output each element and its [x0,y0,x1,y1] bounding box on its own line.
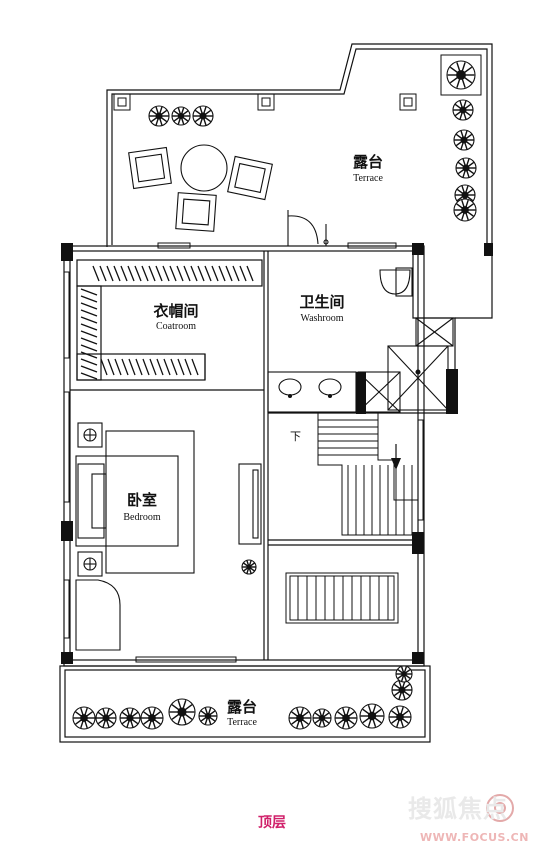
coat-rail-left [76,285,102,381]
stair-down-arrow [391,444,401,470]
bottom-terrace-outline [59,665,431,743]
terrace-furniture [128,144,273,232]
watermark-url: WWW.FOCUS.CN [420,831,529,844]
staircase [285,413,418,624]
room-label-washroom-cn: 卫生间 [299,293,344,311]
watermark-brand: 搜狐焦点 [408,795,508,823]
top-terrace-outline-inner [111,48,488,248]
room-label-coatroom-en: Coatroom [156,321,196,332]
washroom-fixtures [267,210,454,413]
room-label-coatroom-cn: 衣帽间 [153,302,198,320]
room-label-terrace-top-en: Terrace [353,173,383,184]
room-label-washroom-en: Washroom [300,313,343,324]
room-label-terrace-top-cn: 露台 [353,153,383,171]
washroom-east-wall [412,252,456,414]
floor-caption: 顶层 [258,815,286,831]
room-label-terrace-bottom-en: Terrace [227,717,257,728]
planter-boxes [113,54,482,111]
coat-rail-top [76,259,263,287]
stair-down-mark: 下 [290,430,301,443]
room-label-bedroom-cn: 卧室 [127,491,157,509]
shrub-icons [72,60,477,730]
bedroom-furniture [75,422,262,651]
structural-columns [61,243,493,664]
top-terrace-outline [106,43,493,319]
room-label-bedroom-en: Bedroom [123,512,160,523]
coat-hangers [80,265,254,380]
windows [63,242,424,663]
room-label-terrace-bottom-cn: 露台 [227,698,257,716]
watermark-logo-icon [486,794,514,822]
plant-icon [241,559,257,575]
bottom-terrace-inner [64,669,426,738]
